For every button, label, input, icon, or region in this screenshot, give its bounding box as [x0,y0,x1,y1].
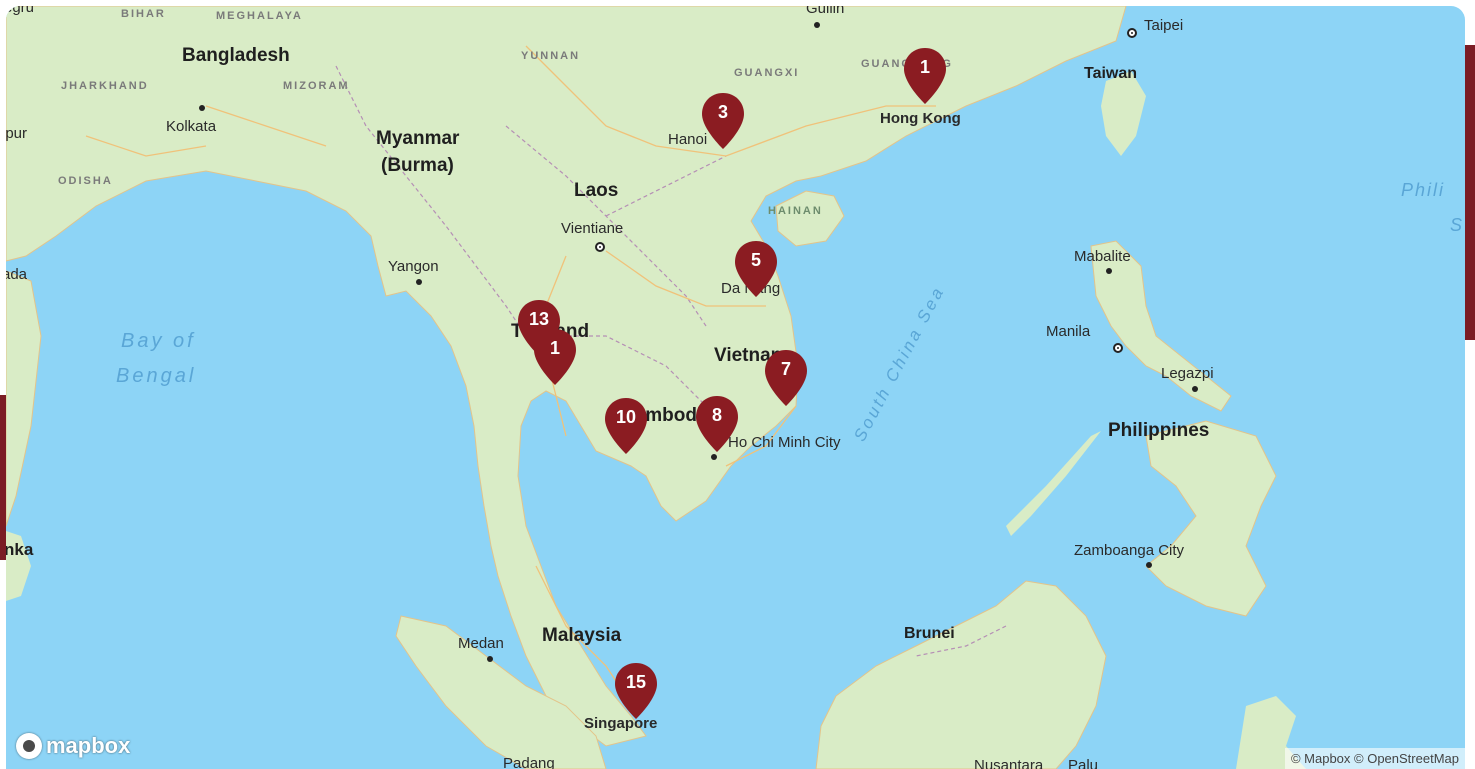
country-label: Laos [574,180,619,201]
edge-label: ipur [6,125,28,142]
region-label: ODISHA [58,175,113,187]
map-canvas[interactable]: BIHAR MEGHALAYA YUNNAN GUANGXI GUANGDONG… [6,6,1465,769]
region-label: HAINAN [768,205,823,217]
marker-pin-icon [615,663,657,719]
map-marker-pin[interactable]: 8 [694,394,740,454]
map-marker-pin[interactable]: 15 [613,661,659,721]
map-marker-pin[interactable]: 10 [603,396,649,456]
region-label: YUNNAN [521,50,581,62]
region-label: GUANGXI [734,67,800,79]
city-dot [711,454,717,460]
country-label: Bangladesh [182,45,290,66]
marker-pin-icon [735,241,777,297]
edge-label: Phili [1401,180,1446,200]
mapbox-logo-text: mapbox [46,733,131,758]
marker-label: 1 [919,57,930,77]
city-label: Kolkata [166,118,217,135]
marker-pin-icon [696,396,738,452]
marker-label: 8 [711,405,722,425]
map-attribution[interactable]: © Mapbox © OpenStreetMap [1284,748,1465,769]
marker-pin-icon [904,48,946,104]
marker-label: 13 [528,309,550,329]
map-marker-pin[interactable]: 7 [763,348,809,408]
city-dot [1192,386,1198,392]
map-marker-pin[interactable]: 5 [733,239,779,299]
city-label: Singapore [584,715,658,732]
capital-marker [1127,28,1137,38]
edge-label: S [1450,215,1465,235]
edge-label: egru [6,6,35,16]
city-dot [199,105,205,111]
city-label: Vientiane [561,220,624,237]
capital-marker [595,242,605,252]
city-dot [487,656,493,662]
city-label: Ho Chi Minh City [728,434,841,451]
edge-label: nka [6,540,34,559]
city-label: Nusantara [974,757,1044,769]
marker-pin-icon [518,300,560,356]
country-label: Brunei [904,625,955,642]
map-marker-pin[interactable]: 13 [516,298,562,358]
region-label: MEGHALAYA [216,10,303,22]
marker-pin-icon [765,350,807,406]
country-label: Taiwan [1084,65,1138,82]
city-label: Mabalite [1074,248,1131,265]
city-label: Guilin [806,6,845,17]
sea-label: Bengal [116,365,197,387]
mapbox-logo[interactable]: mapbox [16,733,130,759]
map-marker-pin[interactable]: 3 [700,91,746,151]
country-label: Malaysia [542,625,622,646]
mapbox-logo-icon [16,733,42,759]
city-label: Manila [1046,323,1091,340]
city-label: Palu [1068,757,1099,769]
country-label: Myanmar [376,128,460,149]
region-label: MIZORAM [283,80,350,92]
city-label: Medan [458,635,504,652]
country-label: (Burma) [381,155,454,176]
edge-label: ada [6,266,28,283]
region-label: JHARKHAND [61,80,149,92]
city-dot [1146,562,1152,568]
marker-label: 1 [549,338,560,358]
marker-label: 15 [625,672,647,692]
marker-label: 10 [615,407,637,427]
marker-pin-icon [605,398,647,454]
city-label: Hanoi [668,131,708,148]
capital-marker [1113,343,1123,353]
city-dot [416,279,422,285]
city-label: Taipei [1144,17,1184,34]
marker-label: 7 [780,359,791,379]
marker-label: 3 [717,102,728,122]
city-label: Hong Kong [880,110,961,127]
sea-label: Bay of [121,330,196,352]
marker-pin-icon [702,93,744,149]
background-band-left [0,395,8,560]
marker-label: 5 [750,250,761,270]
city-label: Padang [503,755,555,769]
country-label: Philippines [1108,420,1210,441]
map-marker-pin[interactable]: 1 [902,46,948,106]
city-label: Zamboanga City [1074,542,1185,559]
city-dot [1106,268,1112,274]
city-label: Legazpi [1161,365,1214,382]
city-dot [814,22,820,28]
region-label: BIHAR [121,8,166,20]
city-label: Yangon [388,258,439,275]
